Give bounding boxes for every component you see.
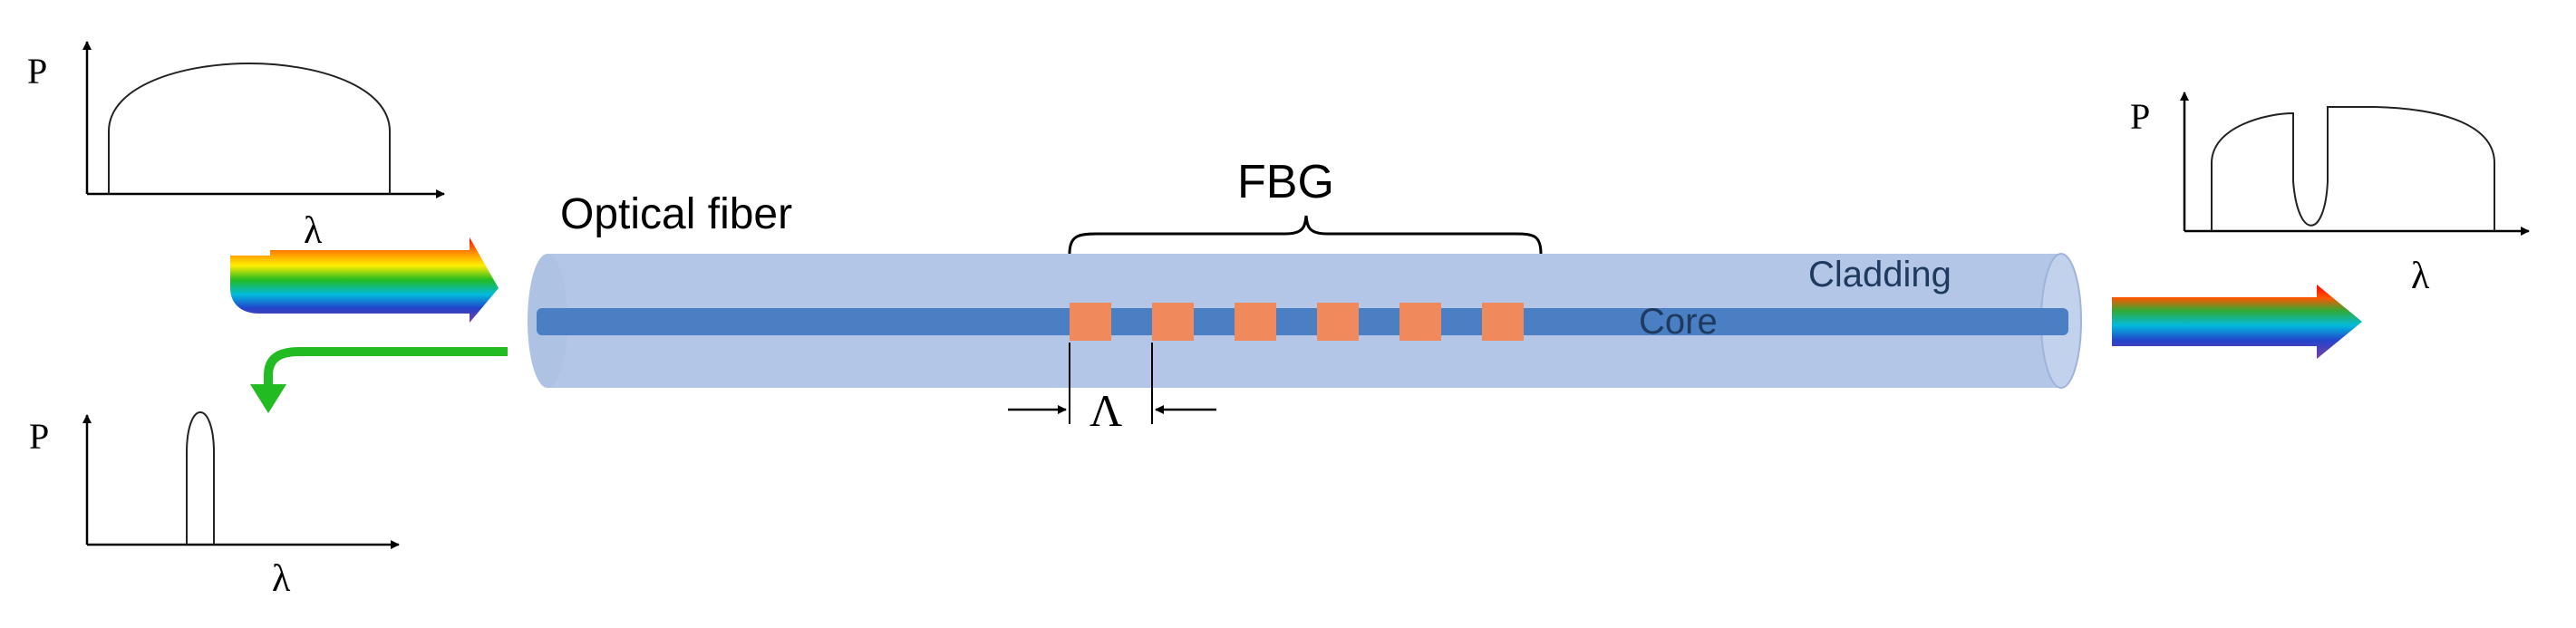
fiber-core	[537, 308, 2068, 335]
grating-segment	[1399, 303, 1441, 341]
fbg-label: FBG	[1237, 156, 1334, 208]
input-spectrum-curve	[108, 62, 391, 194]
input-plot-y-label: P	[27, 51, 47, 92]
fbg-brace	[1068, 215, 1543, 255]
bragg-grating	[1070, 303, 1524, 341]
reflected-plot-y-label: P	[29, 416, 49, 457]
reflected-plot-x-label: λ	[272, 558, 291, 600]
optical-fiber: Cladding Core	[528, 253, 2082, 389]
transmitted-spectrum-curve	[2211, 106, 2495, 231]
transmitted-plot-x-label: λ	[2411, 256, 2430, 297]
cladding-label: Cladding	[1808, 255, 1951, 295]
optical-fiber-label: Optical fiber	[560, 190, 792, 238]
grating-segment	[1152, 303, 1194, 341]
input-plot-x-label: λ	[304, 210, 323, 252]
transmitted-plot-y-label: P	[2130, 96, 2150, 137]
transmitted-spectrum-plot: P λ	[2130, 92, 2530, 297]
grating-period-marker	[1008, 343, 1216, 424]
grating-segment	[1070, 303, 1111, 341]
grating-segment	[1317, 303, 1359, 341]
reflected-spectrum-peak	[186, 411, 215, 545]
input-light-arrow	[230, 237, 499, 323]
reflected-spectrum-plot: P λ	[29, 411, 400, 600]
grating-segment	[1235, 303, 1276, 341]
reflected-light-arrow	[250, 347, 508, 413]
core-label: Core	[1639, 302, 1718, 342]
input-spectrum-plot: P λ	[27, 41, 445, 252]
transmitted-light-arrow	[2112, 285, 2362, 359]
grating-segment	[1482, 303, 1524, 341]
grating-period-label: Λ	[1089, 385, 1122, 436]
